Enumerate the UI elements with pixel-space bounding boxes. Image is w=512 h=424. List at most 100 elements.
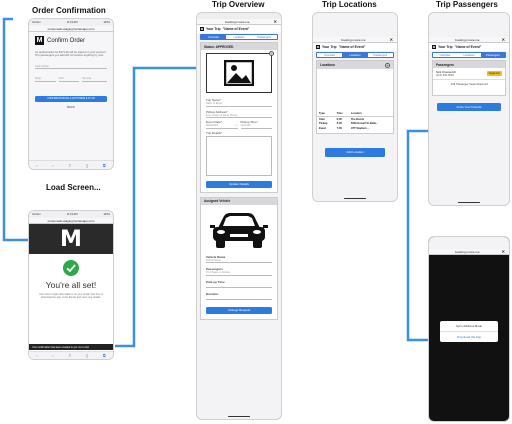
share-icon[interactable]: ⇪ — [68, 353, 72, 358]
confirm-booking-button[interactable]: CONFIRM BOOKING & AUTHORIZE $ 471.00 — [35, 95, 107, 102]
tabs-icon[interactable]: ⧉ — [102, 353, 106, 358]
tab-passengers[interactable]: Passengers — [481, 53, 505, 58]
tab-locations[interactable]: Locations — [342, 53, 368, 58]
cvc-field[interactable]: CVC — [58, 77, 80, 82]
close-icon[interactable]: ✕ — [501, 249, 505, 254]
add-location-icon[interactable]: + — [385, 62, 390, 68]
confirm-order-heading: Confirm Order — [47, 37, 86, 44]
column-type: Type — [317, 111, 335, 117]
close-icon[interactable]: ✕ — [273, 19, 277, 24]
status-bar: Verizon 11:19 AM 100% — [29, 19, 113, 26]
trip-tabs: Overview Locations Passengers — [432, 52, 506, 59]
locations-header: Locations + — [317, 61, 393, 70]
event-date-label: Event Date* — [206, 120, 223, 125]
phone-trip-locations: booking.moxie.me ✕ M Your Trip "Name of … — [312, 12, 398, 202]
tab-overview[interactable]: Overview — [433, 53, 457, 58]
trip-details-textarea[interactable] — [206, 135, 272, 176]
sync-address-book-option[interactable]: Sync Address Book — [440, 321, 498, 332]
assigned-vehicle-title: Assigned Vehicle — [204, 199, 231, 204]
trip-label: Your Trip — [322, 45, 337, 49]
back-icon[interactable]: ‹ — [36, 162, 38, 168]
logo-banner: M — [29, 224, 113, 254]
event-date-input[interactable]: 08/09/2018 ▭ — [206, 124, 238, 129]
trip-tabs: Overview Locations Passengers — [316, 52, 394, 59]
moxie-logo: M — [60, 226, 82, 252]
close-icon[interactable]: ✕ — [501, 37, 505, 42]
address-bar[interactable]: booking.moxie.me ✕ — [429, 249, 509, 255]
passenger-phone: (214) 552-0053 — [436, 74, 454, 78]
invite-friends-button[interactable]: Invite Your Friends — [437, 103, 501, 112]
trip-name: "Name of Event" — [338, 45, 366, 49]
browser-toolbar: ‹ › ⇪ ▯ ⧉ — [29, 351, 113, 359]
back-link[interactable]: BACK — [67, 104, 75, 109]
forward-icon[interactable]: › — [52, 162, 54, 168]
connector-order-to-load — [2, 17, 28, 242]
add-image-icon[interactable]: + — [269, 51, 274, 57]
assigned-vehicle-header: Assigned Vehicle — [201, 197, 277, 205]
trip-name: "Name of Event" — [222, 27, 250, 31]
trip-name-input[interactable]: Name of Event — [206, 102, 272, 107]
tab-overview[interactable]: Overview — [201, 35, 227, 40]
address-bar[interactable]: booking.moxie.me ✕ — [313, 37, 397, 43]
row-type: Pickup — [319, 122, 328, 126]
carrier-text: Verizon — [32, 21, 41, 24]
row-time: 9:00 — [336, 117, 342, 121]
tab-locations[interactable]: Locations — [226, 35, 252, 40]
row-location: The Bonds — [350, 117, 365, 121]
action-sheet: Sync Address Book Download the App — [440, 321, 498, 342]
passengers-value: 15 of Seats on Vehicle — [206, 271, 272, 276]
tab-locations[interactable]: Locations — [457, 53, 481, 58]
close-icon[interactable]: ✕ — [389, 37, 393, 42]
phone-trip-passengers: booking.moxie.me ✕ M Your Trip "Name of … — [428, 12, 510, 206]
seats-reserved-text: 1/14 Passenger Seats Reserved — [450, 83, 488, 87]
row-location: 3000 Howell St Bella... — [350, 122, 379, 126]
phone-invite-sheet: booking.moxie.me ✕ Sync Address Book Dow… — [428, 236, 510, 422]
table-row[interactable]: Event 7:00 ATT Stadium ... — [317, 126, 393, 131]
zip-field[interactable]: Zip code — [82, 77, 107, 82]
battery-text: 100% — [103, 21, 110, 24]
back-icon[interactable]: ‹ — [36, 353, 38, 358]
add-location-button[interactable]: Add Location — [325, 148, 385, 158]
pickup-time-input[interactable]: 11:00 AM — [240, 124, 272, 129]
image-icon — [224, 60, 254, 87]
passengers-header: Passengers — [433, 61, 505, 69]
address-bar[interactable]: moxie-web-staging.herokuapp.com — [29, 218, 113, 224]
table-row[interactable]: Pickup 6:00 3000 Howell St Bella... — [317, 121, 393, 126]
tab-overview[interactable]: Overview — [317, 53, 343, 58]
url-text: moxie-web-staging.herokuapp.com — [47, 26, 95, 31]
change-request-button[interactable]: Change Request — [206, 306, 272, 314]
download-app-option[interactable]: Download the App — [456, 335, 482, 339]
confirmation-banner[interactable]: Your confirmation has been emailed to yo… — [29, 344, 113, 351]
passenger-row[interactable]: Nick Krasnevich (214) 552-0053 Organizer — [433, 68, 505, 81]
update-details-button[interactable]: Update Details — [206, 180, 272, 188]
connector-load-to-overview — [115, 66, 196, 348]
tabs-icon[interactable]: ⧉ — [102, 162, 106, 168]
order-description: An authorization for $471.00 will be pla… — [35, 51, 107, 58]
url-text: booking.moxie.me — [455, 249, 480, 254]
passengers-label: Passengers — [206, 267, 223, 272]
organizer-badge: Organizer — [486, 71, 502, 76]
url-text: moxie-web-staging.herokuapp.com — [47, 218, 95, 223]
passenger-name: Nick Krasnevich — [436, 70, 457, 75]
expiry-field[interactable]: Expiry — [35, 77, 56, 82]
trip-name-label: Trip Name* — [206, 98, 222, 103]
forward-icon[interactable]: › — [52, 353, 54, 358]
tab-passengers[interactable]: Passengers — [251, 35, 277, 40]
all-set-heading: You're all set! — [45, 280, 97, 290]
table-row[interactable]: Start 9:00 The Bonds — [317, 116, 393, 121]
trip-header: M Your Trip "Name of Event" — [313, 43, 397, 51]
pickup-address-input[interactable]: Full Location of Moxie Pickup — [206, 114, 272, 119]
share-icon[interactable]: ⇪ — [68, 162, 72, 168]
address-bar[interactable]: booking.moxie.me ✕ — [429, 37, 509, 43]
bookmarks-icon[interactable]: ▯ — [86, 353, 89, 358]
address-bar[interactable]: moxie-web-staging.herokuapp.com — [29, 26, 113, 32]
address-bar[interactable]: booking.moxie.me ✕ — [197, 19, 281, 25]
trip-image-placeholder[interactable]: + — [206, 51, 274, 94]
passengers-title: Passengers — [436, 62, 454, 67]
trip-header: M Your Trip "Name of Event" — [197, 25, 281, 33]
car-icon — [210, 212, 268, 248]
bookmarks-icon[interactable]: ▯ — [86, 162, 89, 168]
card-number-field[interactable]: Card number — [35, 65, 107, 70]
tab-passengers[interactable]: Passengers — [367, 53, 393, 58]
